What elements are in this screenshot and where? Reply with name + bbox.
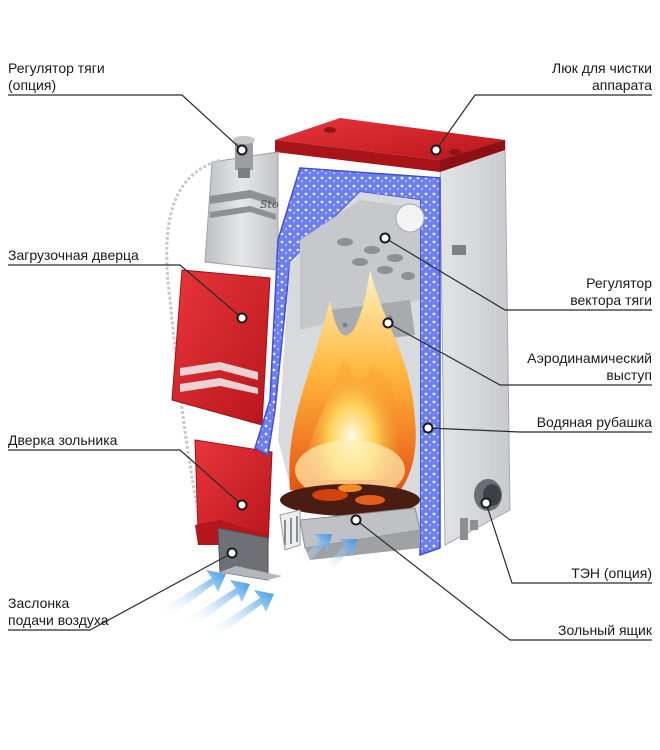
boiler-side-panel — [439, 139, 511, 546]
label-cleaning-hatch: Люк для чистки аппарата — [552, 60, 652, 93]
brand-logo: Sto — [260, 198, 279, 211]
label-loading-door: Загрузочная дверца — [8, 247, 139, 263]
label-air-damper: Заслонка подачи воздуха — [8, 595, 109, 628]
label-draft-regulator: Регулятор тяги (опция) — [8, 60, 105, 93]
label-water-jacket: Водяная рубашка — [536, 414, 652, 430]
loading-door-part — [171, 269, 271, 426]
label-heater: ТЭН (опция) — [571, 565, 652, 581]
fire-flames — [289, 270, 416, 505]
boiler-front-upper: Sto — [204, 151, 279, 271]
air-damper-part — [217, 527, 282, 581]
leader-dots — [226, 144, 492, 559]
air-flow-arrows — [160, 534, 357, 638]
boiler-leg — [460, 518, 468, 540]
burning-coals — [280, 484, 420, 516]
label-vector-regulator: Регулятор вектора тяги — [570, 275, 652, 308]
boiler-top-cover — [275, 118, 505, 172]
leader-lines — [8, 94, 652, 641]
regulator-chain — [165, 158, 221, 546]
label-ash-box: Зольный ящик — [558, 622, 652, 638]
ash-door-part — [194, 439, 273, 546]
label-ash-door: Дверка зольника — [8, 432, 118, 448]
label-aerodynamic-ledge: Аэродинамический выступ — [527, 350, 652, 383]
